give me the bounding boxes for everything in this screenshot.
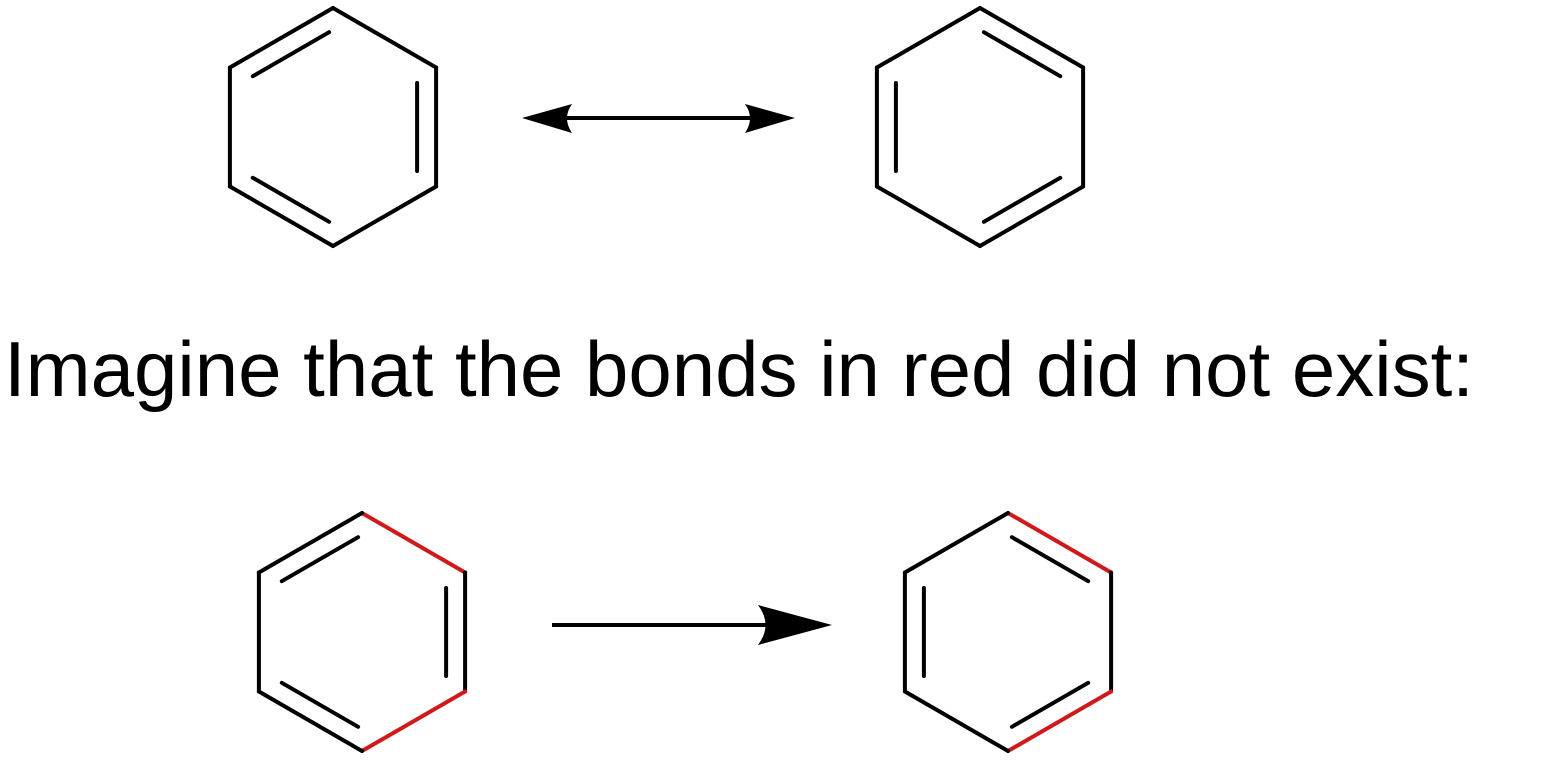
bond-bottom-right xyxy=(331,184,439,248)
benzene-kekule-a-highlighted xyxy=(256,511,468,753)
caption-text: Imagine that the bonds in red did not ex… xyxy=(4,325,1474,413)
bond-bottom-right xyxy=(1006,689,1114,753)
molecules-layer xyxy=(227,6,1114,753)
benzene-kekule-b xyxy=(874,6,1086,248)
reaction-arrow xyxy=(552,605,832,645)
bond-top-right xyxy=(360,511,468,575)
double-bond-top-left xyxy=(250,30,332,79)
bond-bottom-left xyxy=(256,689,364,753)
resonance-arrow-head-left xyxy=(522,104,572,133)
double-bond-bottom-right xyxy=(981,175,1063,224)
bond-bottom-right xyxy=(360,689,468,753)
bond-top-right xyxy=(331,6,439,70)
bond-top-right xyxy=(978,6,1086,70)
reaction-arrow-head xyxy=(758,605,832,645)
bond-bottom-left xyxy=(902,689,1010,753)
benzene-kekule-a xyxy=(227,6,439,248)
resonance-arrow xyxy=(522,104,795,133)
bond-top-left xyxy=(227,6,335,70)
bond-top-left xyxy=(874,6,982,70)
arrows-layer xyxy=(522,104,832,645)
bond-top-left xyxy=(256,511,364,575)
benzene-kekule-b-highlighted xyxy=(902,511,1114,753)
bond-bottom-left xyxy=(874,184,982,248)
bond-top-left xyxy=(902,511,1010,575)
bond-top-right xyxy=(1006,511,1114,575)
double-bond-top-right xyxy=(1009,535,1091,584)
double-bond-bottom-left xyxy=(279,680,361,729)
bond-bottom-right xyxy=(978,184,1086,248)
double-bond-top-right xyxy=(981,30,1063,79)
double-bond-top-left xyxy=(279,535,361,584)
double-bond-bottom-left xyxy=(250,175,332,224)
resonance-arrow-head-right xyxy=(745,104,795,133)
bond-bottom-left xyxy=(227,184,335,248)
double-bond-bottom-right xyxy=(1009,680,1091,729)
